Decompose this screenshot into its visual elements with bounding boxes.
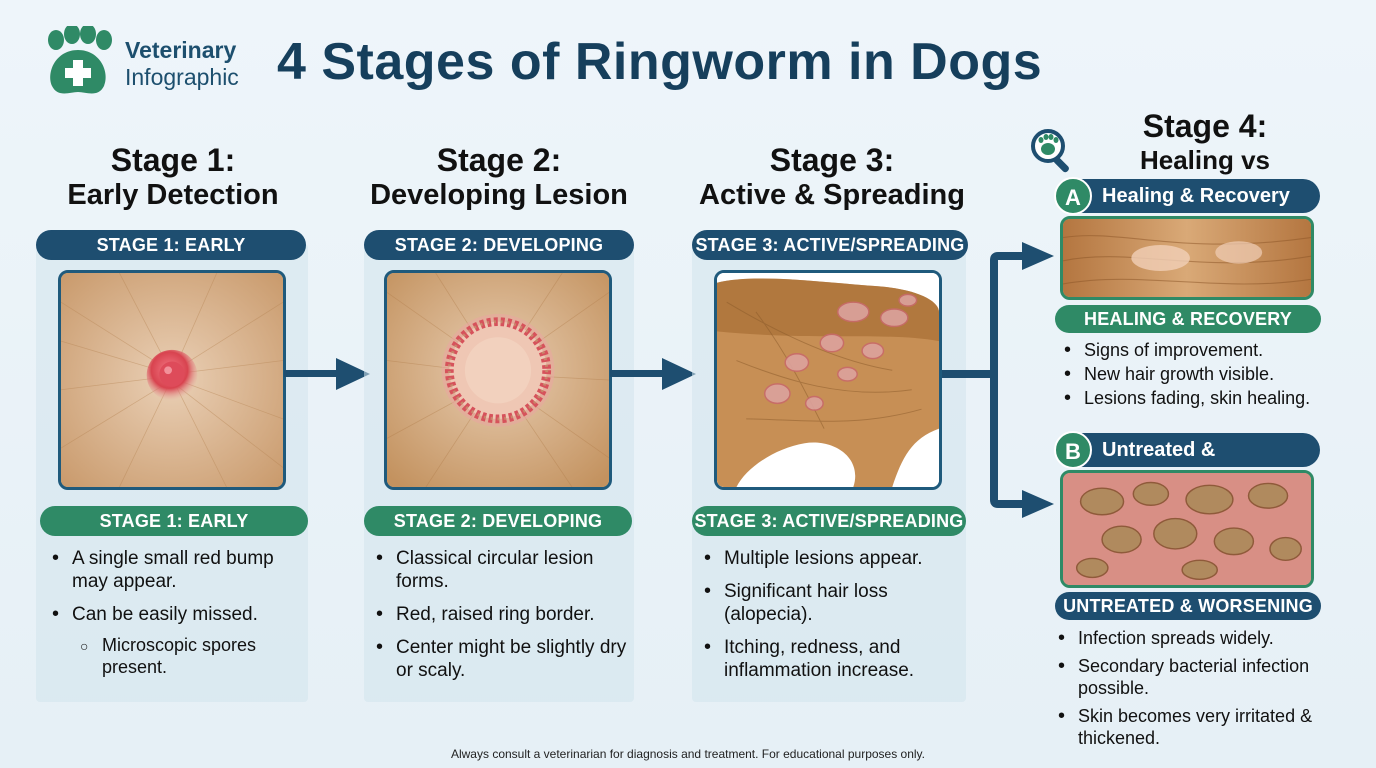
- stage-4-title-line-1: Stage 4:: [1142, 108, 1268, 144]
- stage-4a-bullets: Signs of improvement. New hair growth vi…: [1062, 339, 1332, 411]
- logo-text: Veterinary Infographic: [125, 37, 239, 91]
- stage-1-title: Stage 1: Early Detection: [38, 142, 308, 212]
- list-item: Red, raised ring border.: [374, 603, 630, 626]
- stage-4a-label: HEALING & RECOVERY: [1055, 305, 1321, 333]
- stage-2-image: [384, 270, 612, 490]
- arrow-right-icon: [284, 358, 370, 390]
- stage-1-title-line-2: Early Detection: [67, 179, 279, 211]
- stage-3-title-line-1: Stage 3:: [769, 142, 895, 178]
- branch-arrow-icon: [942, 242, 1054, 518]
- list-item: Secondary bacterial infection possible.: [1056, 655, 1346, 699]
- logo-line-2: Infographic: [125, 64, 239, 90]
- logo-line-1: Veterinary: [125, 37, 237, 63]
- stage-1-image: [58, 270, 286, 490]
- list-item: Lesions fading, skin healing.: [1062, 387, 1332, 410]
- stage-3-bullets: Multiple lesions appear. Significant hai…: [702, 547, 962, 692]
- stage-2-title-line-2: Developing Lesion: [370, 179, 628, 211]
- stage-4b-bullets: Infection spreads widely. Secondary bact…: [1056, 627, 1346, 755]
- stage-2-bullets: Classical circular lesion forms. Red, ra…: [374, 547, 630, 692]
- list-item: Microscopic spores present.: [50, 634, 300, 678]
- stage-1-title-line-1: Stage 1:: [110, 142, 236, 178]
- list-item: New hair growth visible.: [1062, 363, 1332, 386]
- arrow-right-icon: [610, 358, 696, 390]
- disclaimer-footer: Always consult a veterinarian for diagno…: [450, 747, 926, 761]
- list-item: Signs of improvement.: [1062, 339, 1332, 362]
- stage-3-title: Stage 3: Active & Spreading: [692, 142, 972, 212]
- stage-3-title-line-2: Active & Spreading: [699, 179, 965, 211]
- stage-1-top-label: STAGE 1: EARLY: [36, 230, 306, 260]
- magnifier-paw-icon: [1031, 129, 1069, 173]
- list-item: Can be easily missed.: [50, 603, 300, 626]
- stage-2-title: Stage 2: Developing Lesion: [364, 142, 634, 212]
- list-item: Itching, redness, and inflammation incre…: [702, 636, 962, 682]
- stage-2-title-line-1: Stage 2:: [436, 142, 562, 178]
- stage-1-bottom-label: STAGE 1: EARLY: [40, 506, 308, 536]
- list-item: A single small red bump may appear.: [50, 547, 300, 593]
- stage-4b-image: [1060, 470, 1314, 588]
- page-title: 4 Stages of Ringworm in Dogs: [277, 33, 1043, 91]
- stage-3-image: [714, 270, 942, 490]
- stage-4b-heading: B Untreated & Worsening: [1054, 431, 1320, 495]
- paw-cross-icon: [38, 24, 118, 98]
- list-item: Center might be slightly dry or scaly.: [374, 636, 630, 682]
- stage-4a-letter: A: [1054, 177, 1092, 215]
- stage-2-bottom-label: STAGE 2: DEVELOPING: [364, 506, 632, 536]
- stage-3-bottom-label: STAGE 3: ACTIVE/SPREADING: [692, 506, 966, 536]
- list-item: Significant hair loss (alopecia).: [702, 580, 962, 626]
- stage-4b-label: UNTREATED & WORSENING: [1055, 592, 1321, 620]
- list-item: Classical circular lesion forms.: [374, 547, 630, 593]
- stage-3-top-label: STAGE 3: ACTIVE/SPREADING: [692, 230, 968, 260]
- stage-4a-heading-text: Healing & Recovery: [1102, 185, 1290, 207]
- stage-4a-image: [1060, 216, 1314, 300]
- list-item: Infection spreads widely.: [1056, 627, 1346, 649]
- stage-4a-heading: A Healing & Recovery: [1054, 177, 1320, 215]
- stage-2-top-label: STAGE 2: DEVELOPING: [364, 230, 634, 260]
- list-item: Skin becomes very irritated & thickened.: [1056, 705, 1346, 749]
- stage-4b-letter: B: [1054, 431, 1092, 469]
- stage-1-bullets: A single small red bump may appear. Can …: [50, 547, 300, 688]
- list-item: Multiple lesions appear.: [702, 547, 962, 570]
